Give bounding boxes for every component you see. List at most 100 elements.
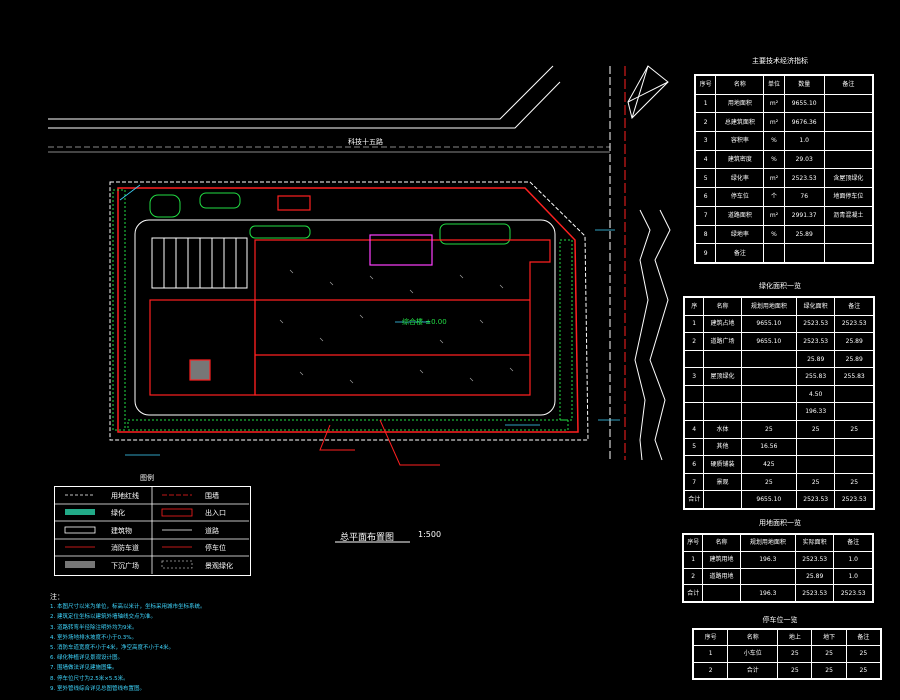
note-line: 6. 绿化种植详见景观设计图。 bbox=[50, 655, 123, 662]
table-cell bbox=[823, 224, 874, 245]
table-cell: 个 bbox=[763, 187, 785, 207]
table-cell: 5 bbox=[683, 437, 705, 457]
table-cell: 1 bbox=[683, 314, 705, 334]
table-cell bbox=[702, 584, 741, 602]
table-cell: 3 bbox=[683, 367, 705, 386]
table-cell: 2523.53 bbox=[834, 490, 874, 509]
table-cell: 7 bbox=[694, 205, 717, 226]
table-cell: 29.03 bbox=[783, 149, 825, 170]
table-cell: 小车位 bbox=[727, 645, 779, 663]
table-cell bbox=[823, 149, 874, 170]
table-cell: 绿化率 bbox=[715, 168, 765, 189]
table-row: 196.33 bbox=[683, 402, 874, 422]
table-cell: 序号 bbox=[694, 75, 717, 95]
table-cell: 2523.53 bbox=[834, 314, 874, 334]
hatch-marks bbox=[279, 269, 514, 384]
legend: 用地红线 绿化 建筑物 消防车道 下沉广场 围墙 出入口 道路 停车位 景观绿化 bbox=[54, 486, 251, 576]
table-cell bbox=[683, 402, 705, 422]
table-cell: 25 bbox=[834, 472, 874, 492]
table-cell: 水体 bbox=[703, 420, 742, 439]
table-cell: 9655.10 bbox=[740, 490, 797, 509]
legend-item: 出入口 bbox=[205, 509, 226, 517]
table-cell bbox=[740, 402, 797, 422]
table-cell: 2523.53 bbox=[795, 314, 836, 334]
road-label: 科技十五路 bbox=[348, 138, 383, 146]
table-cell: 地面停车位 bbox=[823, 187, 874, 207]
table-cell bbox=[683, 384, 705, 404]
table-cell: 规划用地面积 bbox=[739, 534, 796, 552]
table-cell: 3 bbox=[694, 131, 717, 151]
table-cell: 25 bbox=[845, 645, 882, 663]
legend-item: 用地红线 bbox=[111, 492, 139, 500]
note-line: 7. 围墙做法详见建施图集。 bbox=[50, 665, 118, 672]
table-cell: 规划用地面积 bbox=[740, 297, 797, 316]
table-cell: 序号 bbox=[682, 534, 704, 552]
table-header-row: 序号名称地上地下备注 bbox=[692, 628, 882, 647]
table-cell: 2 bbox=[682, 567, 704, 586]
table-cell bbox=[823, 93, 874, 114]
table-cell bbox=[823, 112, 874, 133]
table-cell bbox=[703, 402, 742, 422]
table-cell: m² bbox=[763, 112, 785, 133]
table-cell: 1.0 bbox=[833, 567, 873, 586]
table-cell: 25.89 bbox=[783, 224, 825, 245]
table-cell: 25.89 bbox=[794, 567, 835, 586]
table-cell: 2 bbox=[692, 661, 729, 680]
legend-item: 建筑物 bbox=[111, 527, 132, 535]
table-cell: 2523.53 bbox=[795, 490, 836, 509]
table-cell: 6 bbox=[694, 187, 717, 207]
table-caption: 绿化面积一览 bbox=[759, 282, 801, 290]
notes-block: 注： 1. 本图尺寸以米为单位，标高以米计，坐标采用城市坐标系统。 2. 建筑定… bbox=[50, 592, 350, 694]
table-cell: 建筑用地 bbox=[702, 550, 741, 569]
table-cell: 备注 bbox=[823, 75, 874, 95]
table-cell: 用地面积 bbox=[715, 93, 765, 114]
note-line: 3. 道路转弯半径除注明外均为9米。 bbox=[50, 624, 138, 631]
table-cell: m² bbox=[763, 205, 785, 226]
table-cell: 1 bbox=[682, 550, 704, 569]
drawing-title: 总平面布置图 bbox=[340, 533, 395, 543]
table-cell: 9 bbox=[694, 243, 717, 263]
table-cell: 屋顶绿化 bbox=[703, 367, 742, 386]
table-cell bbox=[703, 384, 742, 404]
table-cell: 备注 bbox=[833, 534, 873, 552]
table-cell: 景观 bbox=[703, 472, 742, 492]
table-cell: 25 bbox=[845, 661, 882, 680]
table-cell: 1.0 bbox=[783, 131, 825, 151]
table-cell bbox=[740, 367, 797, 386]
table-cell: 2 bbox=[694, 112, 717, 133]
table-row: 4.50 bbox=[683, 384, 874, 404]
table-cell: 绿地率 bbox=[715, 224, 765, 245]
table-cell: 5 bbox=[694, 168, 717, 189]
table-cell: 名称 bbox=[715, 75, 765, 95]
table-cell: 76 bbox=[783, 187, 825, 207]
table-cell: 备注 bbox=[845, 628, 882, 647]
table-cell bbox=[703, 349, 742, 369]
table-header-row: 序名称规划用地面积绿化面积备注 bbox=[683, 297, 874, 316]
table-caption: 用地面积一览 bbox=[759, 519, 801, 527]
drawing-scale: 1:500 bbox=[418, 530, 442, 539]
road-edges bbox=[48, 65, 671, 461]
table-cell: 道路广场 bbox=[703, 332, 742, 351]
table-cell bbox=[740, 384, 797, 404]
table-cell: 196.3 bbox=[739, 584, 796, 602]
table-cell: 196.3 bbox=[739, 550, 796, 569]
parking-stalls bbox=[151, 237, 248, 289]
table-cell bbox=[834, 402, 874, 422]
table-cell bbox=[763, 243, 785, 263]
table-cell: 25 bbox=[811, 645, 847, 663]
table-cell: 总建筑面积 bbox=[715, 112, 765, 133]
internal-road bbox=[134, 219, 556, 416]
